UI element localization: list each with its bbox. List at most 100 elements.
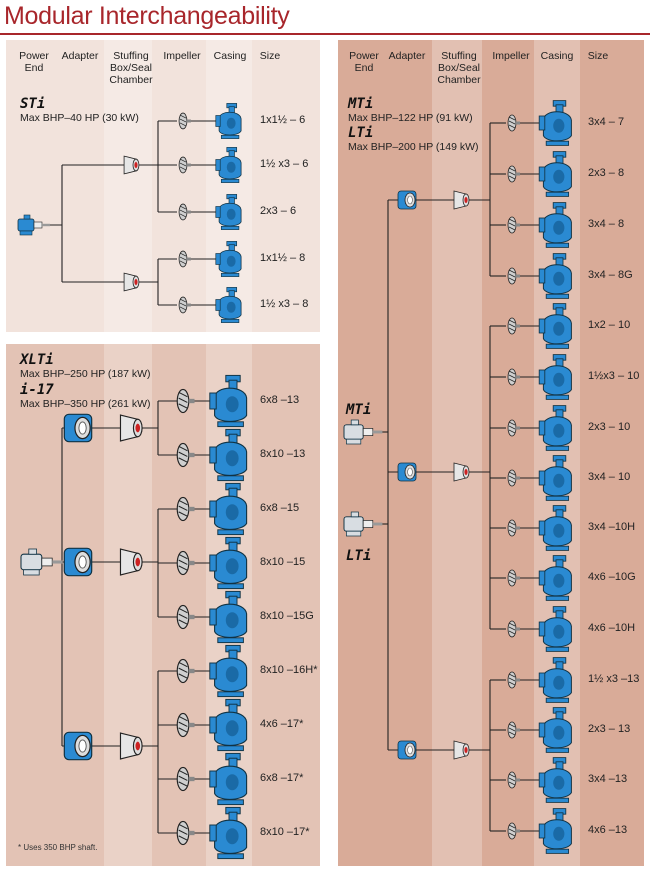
casing-icon [538, 455, 572, 501]
impeller-icon [507, 216, 520, 234]
size-label: 1½x3 – 10 [588, 370, 640, 382]
impeller-icon [507, 620, 520, 638]
casing-icon [538, 202, 572, 248]
casing-icon [209, 806, 248, 860]
impeller-icon [176, 496, 195, 522]
size-label: 8x10 –16H* [260, 664, 318, 676]
size-label: 8x10 –15 [260, 556, 306, 568]
size-label: 3x4 – 8 [588, 218, 625, 230]
casing-icon [538, 657, 572, 703]
stuffing-box-icon [453, 462, 470, 482]
power-end-label-mti: MTi [346, 402, 372, 418]
casing-icon [209, 752, 248, 806]
model-hp-sti: Max BHP–40 HP (30 kW) [20, 112, 139, 124]
impeller-icon [176, 820, 195, 846]
casing-icon [538, 253, 572, 299]
size-label: 8x10 –17* [260, 826, 310, 838]
casing-icon [538, 555, 572, 601]
header-size: Size [259, 50, 281, 62]
size-label: 3x4 –10H [588, 521, 636, 533]
size-label: 6x8 –17* [260, 772, 304, 784]
casing-icon [209, 590, 248, 644]
size-label: 4x6 –10G [588, 571, 636, 583]
size-label: 2x3 – 6 [260, 205, 297, 217]
adapter-icon [63, 547, 93, 577]
impeller-icon [507, 569, 520, 587]
stuffing-box-icon [453, 740, 470, 760]
power-end-icon [17, 214, 50, 236]
size-label: 1x2 – 10 [588, 319, 631, 331]
model-label-sti: STi [20, 96, 46, 112]
impeller-icon [507, 671, 520, 689]
header-size: Size [587, 50, 609, 62]
size-label: 1x1½ – 8 [260, 252, 306, 264]
casing-icon [538, 354, 572, 400]
size-label: 1½ x3 –13 [588, 673, 640, 685]
size-label: 1½ x3 – 8 [260, 298, 309, 310]
size-label: 1x1½ – 6 [260, 114, 306, 126]
adapter-icon [63, 413, 93, 443]
size-label: 3x4 – 8G [588, 269, 633, 281]
model-label-mti: MTi [348, 96, 374, 112]
model-label-lti: LTi [348, 125, 374, 141]
model-hp-xlti: Max BHP–250 HP (187 kW) [20, 368, 151, 380]
power-end-label-lti: LTi [346, 548, 372, 564]
impeller-icon [178, 296, 191, 314]
sti-panel [6, 40, 320, 332]
casing-icon [538, 808, 572, 854]
impeller-icon [176, 658, 195, 684]
casing-icon [209, 536, 248, 590]
casing-icon [538, 505, 572, 551]
stuffing-box-icon [119, 414, 143, 442]
stuffing-box-icon [119, 732, 143, 760]
casing-icon [209, 644, 248, 698]
casing-icon [538, 303, 572, 349]
impeller-icon [507, 721, 520, 739]
impeller-icon [176, 766, 195, 792]
header-casing: Casing [540, 50, 574, 62]
header-adapter: Adapter [61, 50, 99, 62]
power-end-icon [343, 511, 383, 537]
impeller-icon [176, 604, 195, 630]
stuffing-box-icon [453, 190, 470, 210]
casing-icon [209, 698, 248, 752]
adapter-icon [63, 731, 93, 761]
model-label-i17: i-17 [20, 382, 54, 398]
size-label: 6x8 –15 [260, 502, 300, 514]
impeller-icon [178, 203, 191, 221]
impeller-icon [178, 112, 191, 130]
impeller-icon [507, 114, 520, 132]
size-label: 3x4 – 7 [588, 116, 625, 128]
impeller-icon [507, 165, 520, 183]
header-impeller: Impeller [492, 50, 530, 62]
casing-icon [215, 103, 242, 139]
title-rule [0, 33, 650, 35]
header-impeller: Impeller [163, 50, 201, 62]
casing-icon [538, 151, 572, 197]
stuffing-box-icon [119, 548, 143, 576]
casing-icon [215, 147, 242, 183]
impeller-icon [176, 388, 195, 414]
size-label: 2x3 – 13 [588, 723, 631, 735]
impeller-icon [507, 267, 520, 285]
size-label: 3x4 – 10 [588, 471, 631, 483]
impeller-icon [507, 317, 520, 335]
size-label: 6x8 –13 [260, 394, 300, 406]
casing-icon [215, 287, 242, 323]
impeller-icon [507, 771, 520, 789]
casing-icon [538, 606, 572, 652]
casing-icon [215, 241, 242, 277]
footnote: * Uses 350 BHP shaft. [18, 843, 98, 852]
size-label: 2x3 – 8 [588, 167, 625, 179]
size-label: 4x6 –13 [588, 824, 628, 836]
header-casing: Casing [213, 50, 247, 62]
casing-icon [209, 374, 248, 428]
size-label: 4x6 –10H [588, 622, 636, 634]
impeller-icon [178, 156, 191, 174]
casing-icon [538, 100, 572, 146]
model-label-xlti: XLTi [20, 352, 54, 368]
